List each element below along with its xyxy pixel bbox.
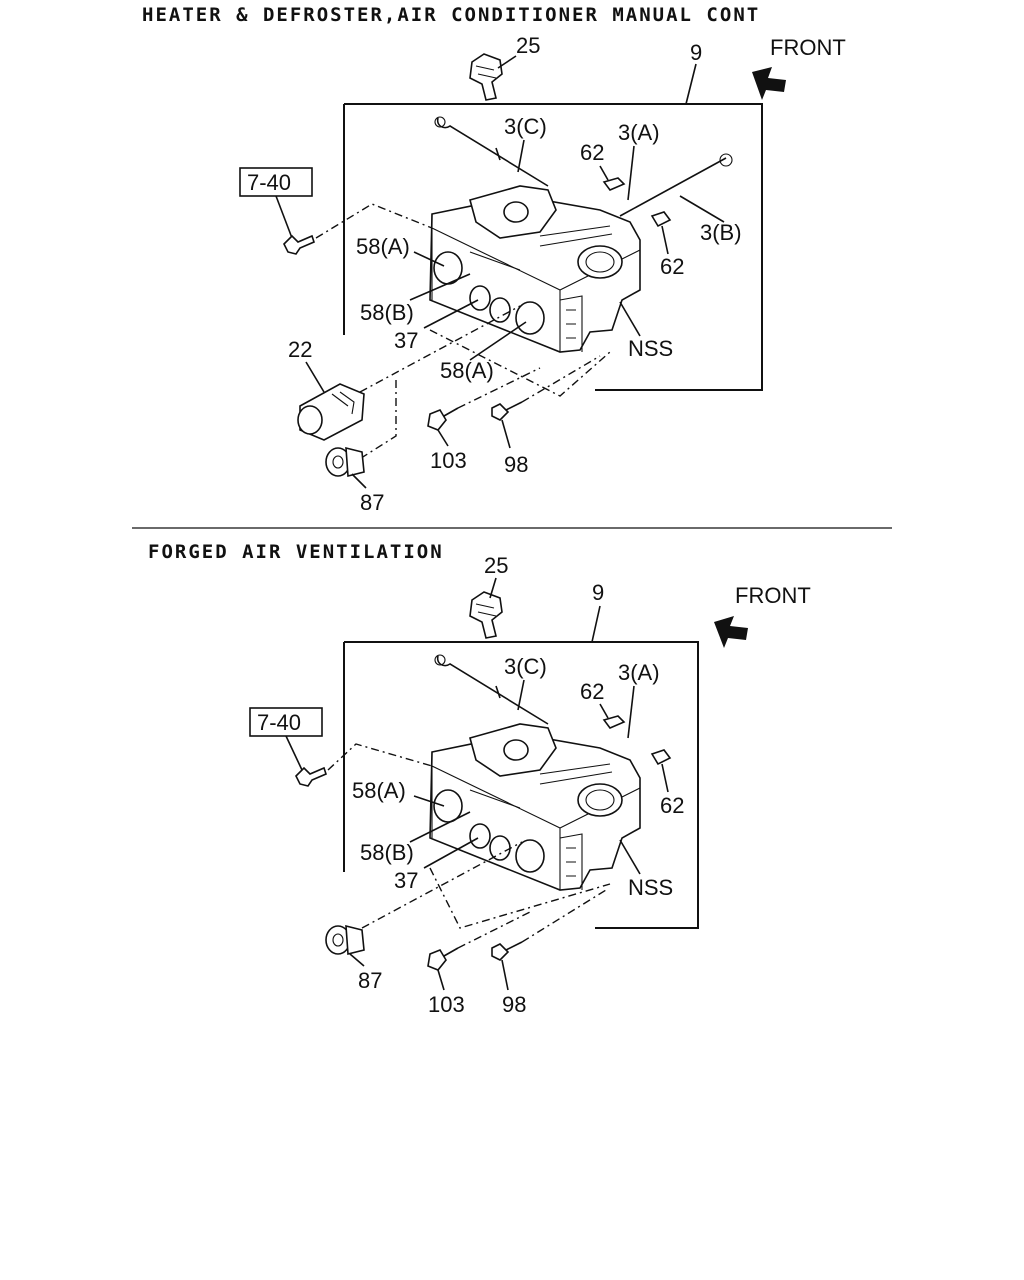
callout-58a-2: 58(A)	[352, 778, 406, 803]
front-label: FRONT	[770, 35, 846, 60]
pin-part-2	[650, 211, 672, 228]
callout-98: 98	[504, 452, 528, 477]
reference-7-40: 7-40	[247, 170, 291, 195]
callout-87-2: 87	[358, 968, 382, 993]
screw-98-part	[491, 401, 523, 421]
reference-7-40-2: 7-40	[257, 710, 301, 735]
callout-103-2: 103	[428, 992, 465, 1017]
screw-103-part-2	[427, 947, 459, 971]
callout-103: 103	[430, 448, 467, 473]
control-head-housing-2	[429, 723, 641, 891]
callout-3a: 3(A)	[618, 120, 660, 145]
callout-25-2: 25	[484, 553, 508, 578]
callout-87: 87	[360, 490, 384, 515]
callout-62-lower: 62	[660, 254, 684, 279]
assembly-outline-box-2	[344, 641, 699, 929]
callout-58b: 58(B)	[360, 300, 414, 325]
diagram-ventilation: FRONT 25 9 3(C) 3(A) 62 62	[249, 553, 811, 1017]
callout-9-2: 9	[592, 580, 604, 605]
nut-87-part	[325, 446, 365, 478]
callout-58a-lower: 58(A)	[440, 358, 494, 383]
switch-part	[297, 383, 365, 441]
nut-87-part-2	[325, 924, 365, 956]
callout-62-upper-2: 62	[580, 679, 604, 704]
callout-nss: NSS	[628, 336, 673, 361]
assembly-outline-box	[344, 103, 763, 391]
pin-part-4	[650, 749, 672, 766]
callout-62-upper: 62	[580, 140, 604, 165]
clip-part	[469, 53, 503, 101]
screw-98-part-2	[491, 941, 523, 961]
callout-25: 25	[516, 33, 540, 58]
control-head-housing	[429, 185, 641, 353]
callout-62-lower-2: 62	[660, 793, 684, 818]
callout-3a-2: 3(A)	[618, 660, 660, 685]
callout-9: 9	[690, 40, 702, 65]
callout-3b: 3(B)	[700, 220, 742, 245]
front-arrow-icon	[752, 67, 786, 100]
callout-58a-upper: 58(A)	[356, 234, 410, 259]
front-label-2: FRONT	[735, 583, 811, 608]
bolt-part-2	[295, 766, 327, 787]
callout-nss-2: NSS	[628, 875, 673, 900]
pin-part-3	[602, 715, 626, 729]
section-title-heater: HEATER & DEFROSTER,AIR CONDITIONER MANUA…	[142, 4, 761, 26]
callout-22: 22	[288, 337, 312, 362]
callout-58b-2: 58(B)	[360, 840, 414, 865]
reference-box	[239, 167, 313, 197]
bolt-part	[283, 234, 315, 255]
callout-3c-2: 3(C)	[504, 654, 547, 679]
callout-3c: 3(C)	[504, 114, 547, 139]
diagram-heater-ac: FRONT 25 9 3(C) 3(B) 3(A) 62 62	[239, 33, 846, 515]
pin-part	[602, 177, 626, 191]
callout-37-2: 37	[394, 868, 418, 893]
screw-103-part	[427, 407, 459, 431]
clip-part-2	[469, 591, 503, 639]
front-arrow-icon-2	[714, 616, 748, 648]
callout-98-2: 98	[502, 992, 526, 1017]
section-title-ventilation: FORGED AIR VENTILATION	[148, 541, 444, 563]
callout-37: 37	[394, 328, 418, 353]
